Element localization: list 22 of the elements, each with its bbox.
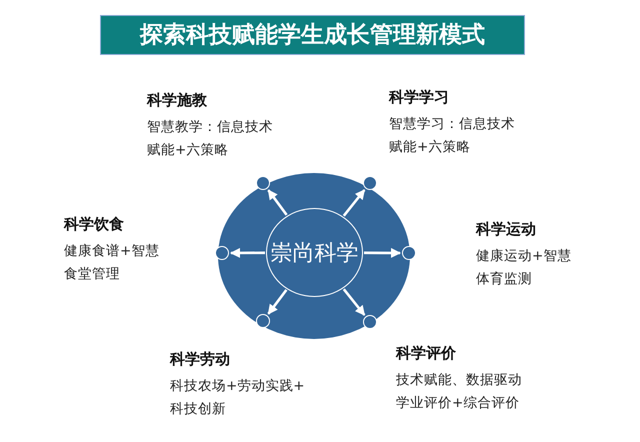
node-dot [215, 246, 229, 260]
description-text: 智慧教学：信息技术赋能+六策略 [147, 118, 274, 160]
section-heading: 科学评价 [396, 343, 457, 363]
arrow [267, 289, 288, 315]
section-heading: 科学施教 [147, 90, 208, 110]
description-text: 技术赋能、数据驱动学业评价+综合评价 [396, 371, 523, 413]
title-banner: 探索科技赋能学生成长管理新模式 [100, 15, 525, 55]
description-text: 健康运动+智慧体育监测 [476, 247, 572, 289]
description-text: 科技农场+劳动实践+科技创新 [170, 377, 306, 419]
arrow [342, 288, 366, 316]
arrow [230, 248, 265, 258]
arrow [364, 248, 401, 258]
description-text: 健康食谱+智慧食堂管理 [64, 242, 160, 284]
section-heading: 科学饮食 [64, 214, 125, 234]
node-dot [402, 246, 416, 260]
section-heading: 科学学习 [389, 87, 450, 107]
center-circle: 崇尚科学 [266, 208, 363, 297]
section-heading: 科学运动 [476, 219, 537, 239]
description-text: 智慧学习：信息技术赋能+六策略 [389, 115, 516, 157]
arrow [342, 189, 366, 217]
section-heading: 科学劳动 [170, 349, 231, 369]
arrow [267, 189, 288, 216]
